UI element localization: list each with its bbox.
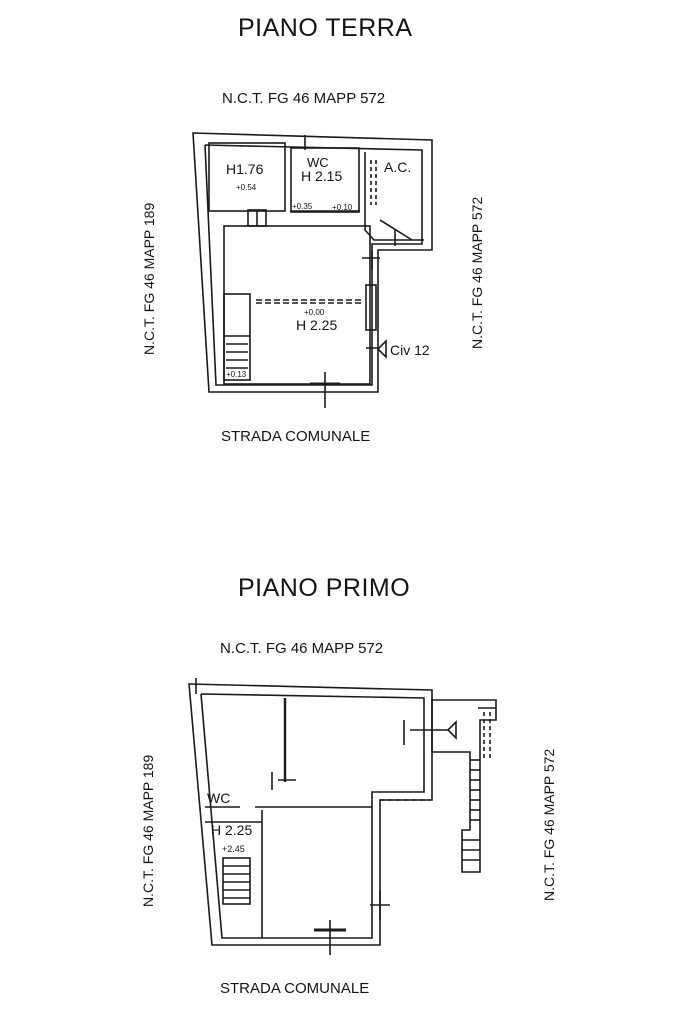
first-room-height: H 2.25	[211, 822, 252, 838]
ground-north-neighbor: N.C.T. FG 46 MAPP 572	[222, 90, 386, 107]
first-wc-label: WC	[207, 790, 230, 806]
ground-inner-wall	[204, 144, 423, 386]
first-entrance-arrow	[446, 720, 457, 740]
ground-wc-height: H 2.15	[301, 168, 342, 184]
ground-level-wc-left: +0.35	[292, 202, 313, 211]
ground-main-height: H 2.25	[296, 317, 337, 333]
first-level: +2.45	[222, 844, 245, 854]
ground-street-label: STRADA COMUNALE	[221, 428, 371, 445]
ground-main-level: +0,00	[304, 308, 325, 317]
ground-stair	[223, 293, 251, 381]
first-external-stair	[431, 699, 497, 873]
first-floor-title: PIANO PRIMO	[238, 574, 411, 602]
ground-cellar-level: +0.54	[236, 183, 257, 192]
first-street-label: STRADA COMUNALE	[220, 980, 370, 997]
ground-stair-level: +0.13	[226, 370, 247, 379]
ground-level-wc-right: +0.10	[332, 203, 353, 212]
ground-cellar-room	[208, 142, 286, 212]
first-stair	[222, 857, 251, 905]
ground-entrance-arrow	[376, 339, 387, 359]
ground-wc-room	[290, 147, 360, 213]
first-north-neighbor: N.C.T. FG 46 MAPP 572	[220, 640, 384, 657]
first-outer-wall	[188, 683, 433, 946]
ground-floor-title: PIANO TERRA	[238, 14, 413, 42]
ground-entrance-label: Civ 12	[390, 342, 430, 358]
ground-wc-label: WC	[307, 155, 329, 170]
ground-ac-label: A.C.	[384, 159, 411, 175]
ground-cellar-height: H1.76	[226, 161, 264, 177]
first-inner-wall	[200, 693, 425, 939]
ground-outer-wall	[192, 132, 433, 393]
